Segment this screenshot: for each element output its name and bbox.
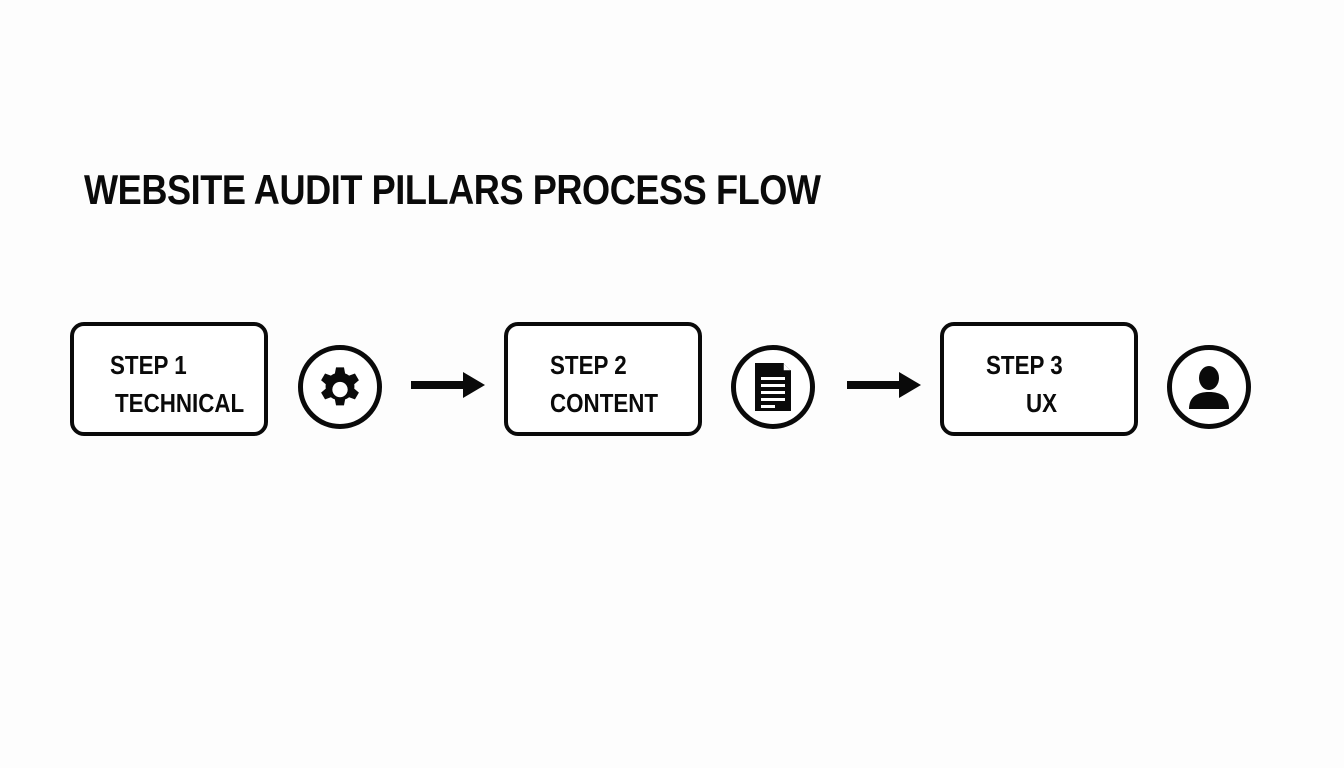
document-icon xyxy=(755,363,791,411)
arrow-1-icon xyxy=(411,372,485,398)
step-1-name: TECHNICAL xyxy=(115,388,245,418)
step-3-label: STEP 3 xyxy=(986,350,1063,380)
user-icon xyxy=(1189,366,1229,409)
arrow-2-icon xyxy=(847,372,921,398)
step-2-label: STEP 2 xyxy=(550,350,627,380)
step-3-name: UX xyxy=(1026,388,1058,418)
step-1-label: STEP 1 xyxy=(110,350,187,380)
gear-icon xyxy=(321,367,359,406)
step-1-box: STEP 1 TECHNICAL xyxy=(70,322,268,436)
document-icon-circle xyxy=(731,345,815,429)
gear-icon-circle xyxy=(298,345,382,429)
diagram-title: WEBSITE AUDIT PILLARS PROCESS FLOW xyxy=(84,166,821,213)
step-3-box: STEP 3 UX xyxy=(940,322,1138,436)
step-2-name: CONTENT xyxy=(550,388,659,418)
step-2-box: STEP 2 CONTENT xyxy=(504,322,702,436)
user-icon-circle xyxy=(1167,345,1251,429)
